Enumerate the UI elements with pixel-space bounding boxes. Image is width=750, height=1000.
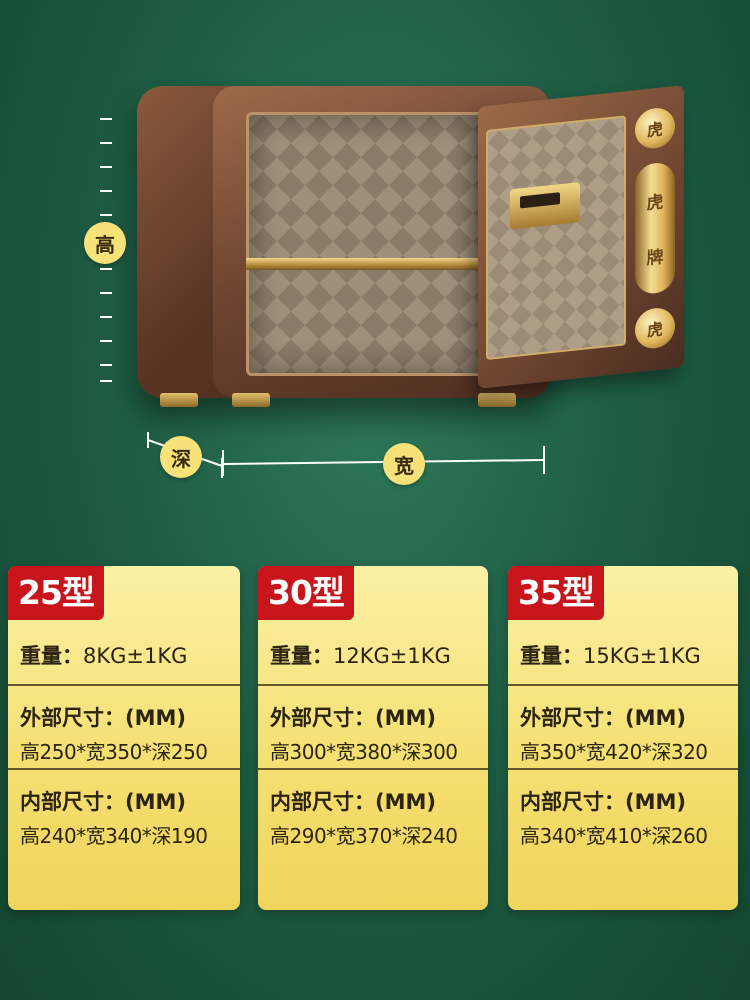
weight-label: 重量： — [270, 644, 333, 668]
height-ruler — [98, 118, 114, 384]
product-illustration: 虎 虎 牌 虎 高 深 宽 — [0, 0, 750, 540]
ruler-tick — [100, 190, 112, 192]
ruler-tick — [100, 268, 112, 270]
weight-label: 重量： — [20, 644, 83, 668]
depth-label: 深 — [160, 436, 202, 478]
external-size-title: 外部尺寸：(MM) — [520, 706, 686, 730]
internal-size-title: 内部尺寸：(MM) — [20, 790, 186, 814]
weight-label: 重量： — [520, 644, 583, 668]
internal-size-block: 内部尺寸：(MM) 高290*宽370*深240 — [270, 786, 488, 849]
safe-interior — [246, 112, 486, 376]
external-size-title: 外部尺寸：(MM) — [20, 706, 186, 730]
weight-row: 重量：15KG±1KG — [520, 640, 738, 678]
external-size-title: 外部尺寸：(MM) — [270, 706, 436, 730]
spec-card-35: 35型 重量：15KG±1KG 外部尺寸：(MM) 高350*宽420*深320… — [508, 566, 738, 910]
ruler-tick — [100, 316, 112, 318]
divider — [508, 684, 738, 686]
height-label: 高 — [84, 222, 126, 264]
ruler-tick — [100, 364, 112, 366]
handle-char-top: 虎 — [646, 192, 664, 215]
divider — [8, 768, 240, 770]
external-size-value: 高300*宽380*深300 — [270, 740, 458, 764]
safe-foot — [478, 393, 516, 407]
internal-size-title: 内部尺寸：(MM) — [270, 790, 436, 814]
external-size-block: 外部尺寸：(MM) 高300*宽380*深300 — [270, 702, 488, 765]
handle-char-bottom: 牌 — [646, 247, 664, 270]
external-size-block: 外部尺寸：(MM) 高350*宽420*深320 — [520, 702, 738, 765]
weight-value: 8KG±1KG — [83, 644, 188, 668]
ruler-tick — [100, 142, 112, 144]
ruler-tick — [100, 292, 112, 294]
external-size-value: 高250*宽350*深250 — [20, 740, 208, 764]
ruler-tick — [100, 118, 112, 120]
model-badge: 35型 — [508, 566, 604, 620]
safe-shelf — [246, 258, 484, 270]
divider — [8, 684, 240, 686]
door-bolts: 虎 虎 牌 虎 — [632, 106, 678, 351]
divider — [258, 684, 488, 686]
divider — [258, 768, 488, 770]
model-badge: 30型 — [258, 566, 354, 620]
internal-size-value: 高290*宽370*深240 — [270, 824, 458, 848]
ruler-tick — [100, 380, 112, 382]
width-label: 宽 — [383, 443, 425, 485]
external-size-value: 高350*宽420*深320 — [520, 740, 708, 764]
safe-foot — [232, 393, 270, 407]
keypad-icon — [510, 182, 580, 230]
internal-size-title: 内部尺寸：(MM) — [520, 790, 686, 814]
bolt-top: 虎 — [635, 106, 675, 151]
ruler-tick — [100, 340, 112, 342]
model-badge: 25型 — [8, 566, 104, 620]
weight-row: 重量：8KG±1KG — [20, 640, 240, 678]
safe-foot — [160, 393, 198, 407]
internal-size-block: 内部尺寸：(MM) 高240*宽340*深190 — [20, 786, 240, 849]
spec-card-30: 30型 重量：12KG±1KG 外部尺寸：(MM) 高300*宽380*深300… — [258, 566, 488, 910]
bolt-handle: 虎 牌 — [635, 161, 675, 296]
spec-card-25: 25型 重量：8KG±1KG 外部尺寸：(MM) 高250*宽350*深250 … — [8, 566, 240, 910]
external-size-block: 外部尺寸：(MM) 高250*宽350*深250 — [20, 702, 240, 765]
internal-size-value: 高340*宽410*深260 — [520, 824, 708, 848]
internal-size-value: 高240*宽340*深190 — [20, 824, 208, 848]
ruler-tick — [100, 214, 112, 216]
divider — [508, 768, 738, 770]
bolt-bottom: 虎 — [635, 306, 675, 351]
weight-value: 15KG±1KG — [583, 644, 701, 668]
weight-value: 12KG±1KG — [333, 644, 451, 668]
weight-row: 重量：12KG±1KG — [270, 640, 488, 678]
ruler-tick — [100, 166, 112, 168]
spec-cards: 25型 重量：8KG±1KG 外部尺寸：(MM) 高250*宽350*深250 … — [0, 566, 750, 912]
door-panel — [486, 115, 626, 360]
internal-size-block: 内部尺寸：(MM) 高340*宽410*深260 — [520, 786, 738, 849]
safe-door: 虎 虎 牌 虎 — [478, 85, 684, 389]
